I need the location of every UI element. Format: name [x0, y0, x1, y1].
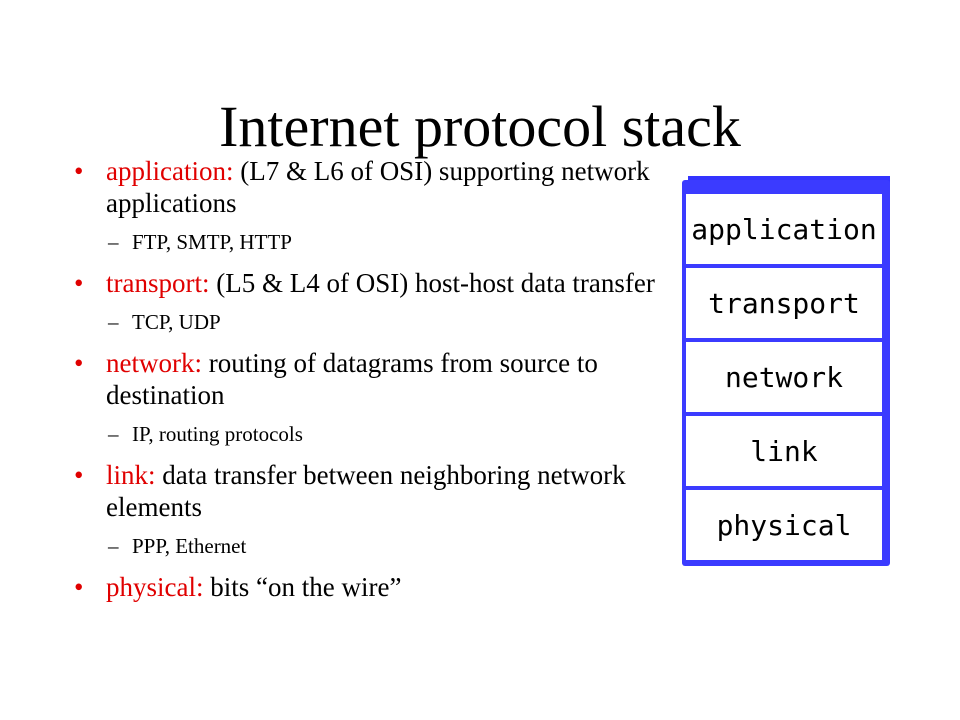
bullet-network: • network: routing of datagrams from sou… — [74, 347, 674, 447]
protocol-stack-diagram: application transport network link physi… — [682, 180, 890, 566]
stack-layer-link: link — [686, 416, 882, 486]
bullet-transport: • transport: (L5 & L4 of OSI) host-host … — [74, 267, 674, 335]
bullet-description: (L7 & L6 of OSI) supporting network appl… — [106, 156, 650, 218]
stack-layer-application: application — [686, 194, 882, 264]
bullet-icon: • — [74, 572, 84, 602]
slide-title: Internet protocol stack — [219, 94, 741, 159]
bullet-description: routing of datagrams from source to dest… — [106, 348, 598, 410]
stack-layer-physical: physical — [686, 490, 882, 560]
sub-bullet: –FTP, SMTP, HTTP — [108, 229, 674, 255]
bullet-keyword: physical: — [106, 572, 204, 602]
bullet-physical: • physical: bits “on the wire” — [74, 571, 674, 603]
bullet-text: network: routing of datagrams from sourc… — [106, 347, 674, 411]
sub-bullet-text: IP, routing protocols — [132, 422, 303, 446]
bullet-application: • application: (L7 & L6 of OSI) supporti… — [74, 155, 674, 255]
bullet-keyword: transport: — [106, 268, 210, 298]
bullet-keyword: link: — [106, 460, 156, 490]
bullet-link: • link: data transfer between neighborin… — [74, 459, 674, 559]
bullet-icon: • — [74, 268, 84, 298]
bullet-text: physical: bits “on the wire” — [106, 571, 674, 603]
sub-bullet-text: PPP, Ethernet — [132, 534, 247, 558]
bullet-keyword: network: — [106, 348, 202, 378]
bullet-icon: • — [74, 156, 84, 186]
bullet-description: data transfer between neighboring networ… — [106, 460, 626, 522]
bullet-description: bits “on the wire” — [203, 572, 402, 602]
dash-icon: – — [108, 534, 119, 558]
sub-bullet-text: TCP, UDP — [132, 310, 221, 334]
sub-bullet: –IP, routing protocols — [108, 421, 674, 447]
dash-icon: – — [108, 230, 119, 254]
bullet-icon: • — [74, 348, 84, 378]
bullet-text: transport: (L5 & L4 of OSI) host-host da… — [106, 267, 674, 299]
bullet-text: application: (L7 & L6 of OSI) supporting… — [106, 155, 674, 219]
sub-bullet-text: FTP, SMTP, HTTP — [132, 230, 292, 254]
dash-icon: – — [108, 310, 119, 334]
bullet-icon: • — [74, 460, 84, 490]
bullet-keyword: application: — [106, 156, 234, 186]
bullet-list: • application: (L7 & L6 of OSI) supporti… — [74, 155, 674, 603]
dash-icon: – — [108, 422, 119, 446]
sub-bullet: –PPP, Ethernet — [108, 533, 674, 559]
stack-layer-transport: transport — [686, 268, 882, 338]
bullet-description: (L5 & L4 of OSI) host-host data transfer — [209, 268, 655, 298]
bullet-text: link: data transfer between neighboring … — [106, 459, 674, 523]
sub-bullet: –TCP, UDP — [108, 309, 674, 335]
stack-layer-network: network — [686, 342, 882, 412]
